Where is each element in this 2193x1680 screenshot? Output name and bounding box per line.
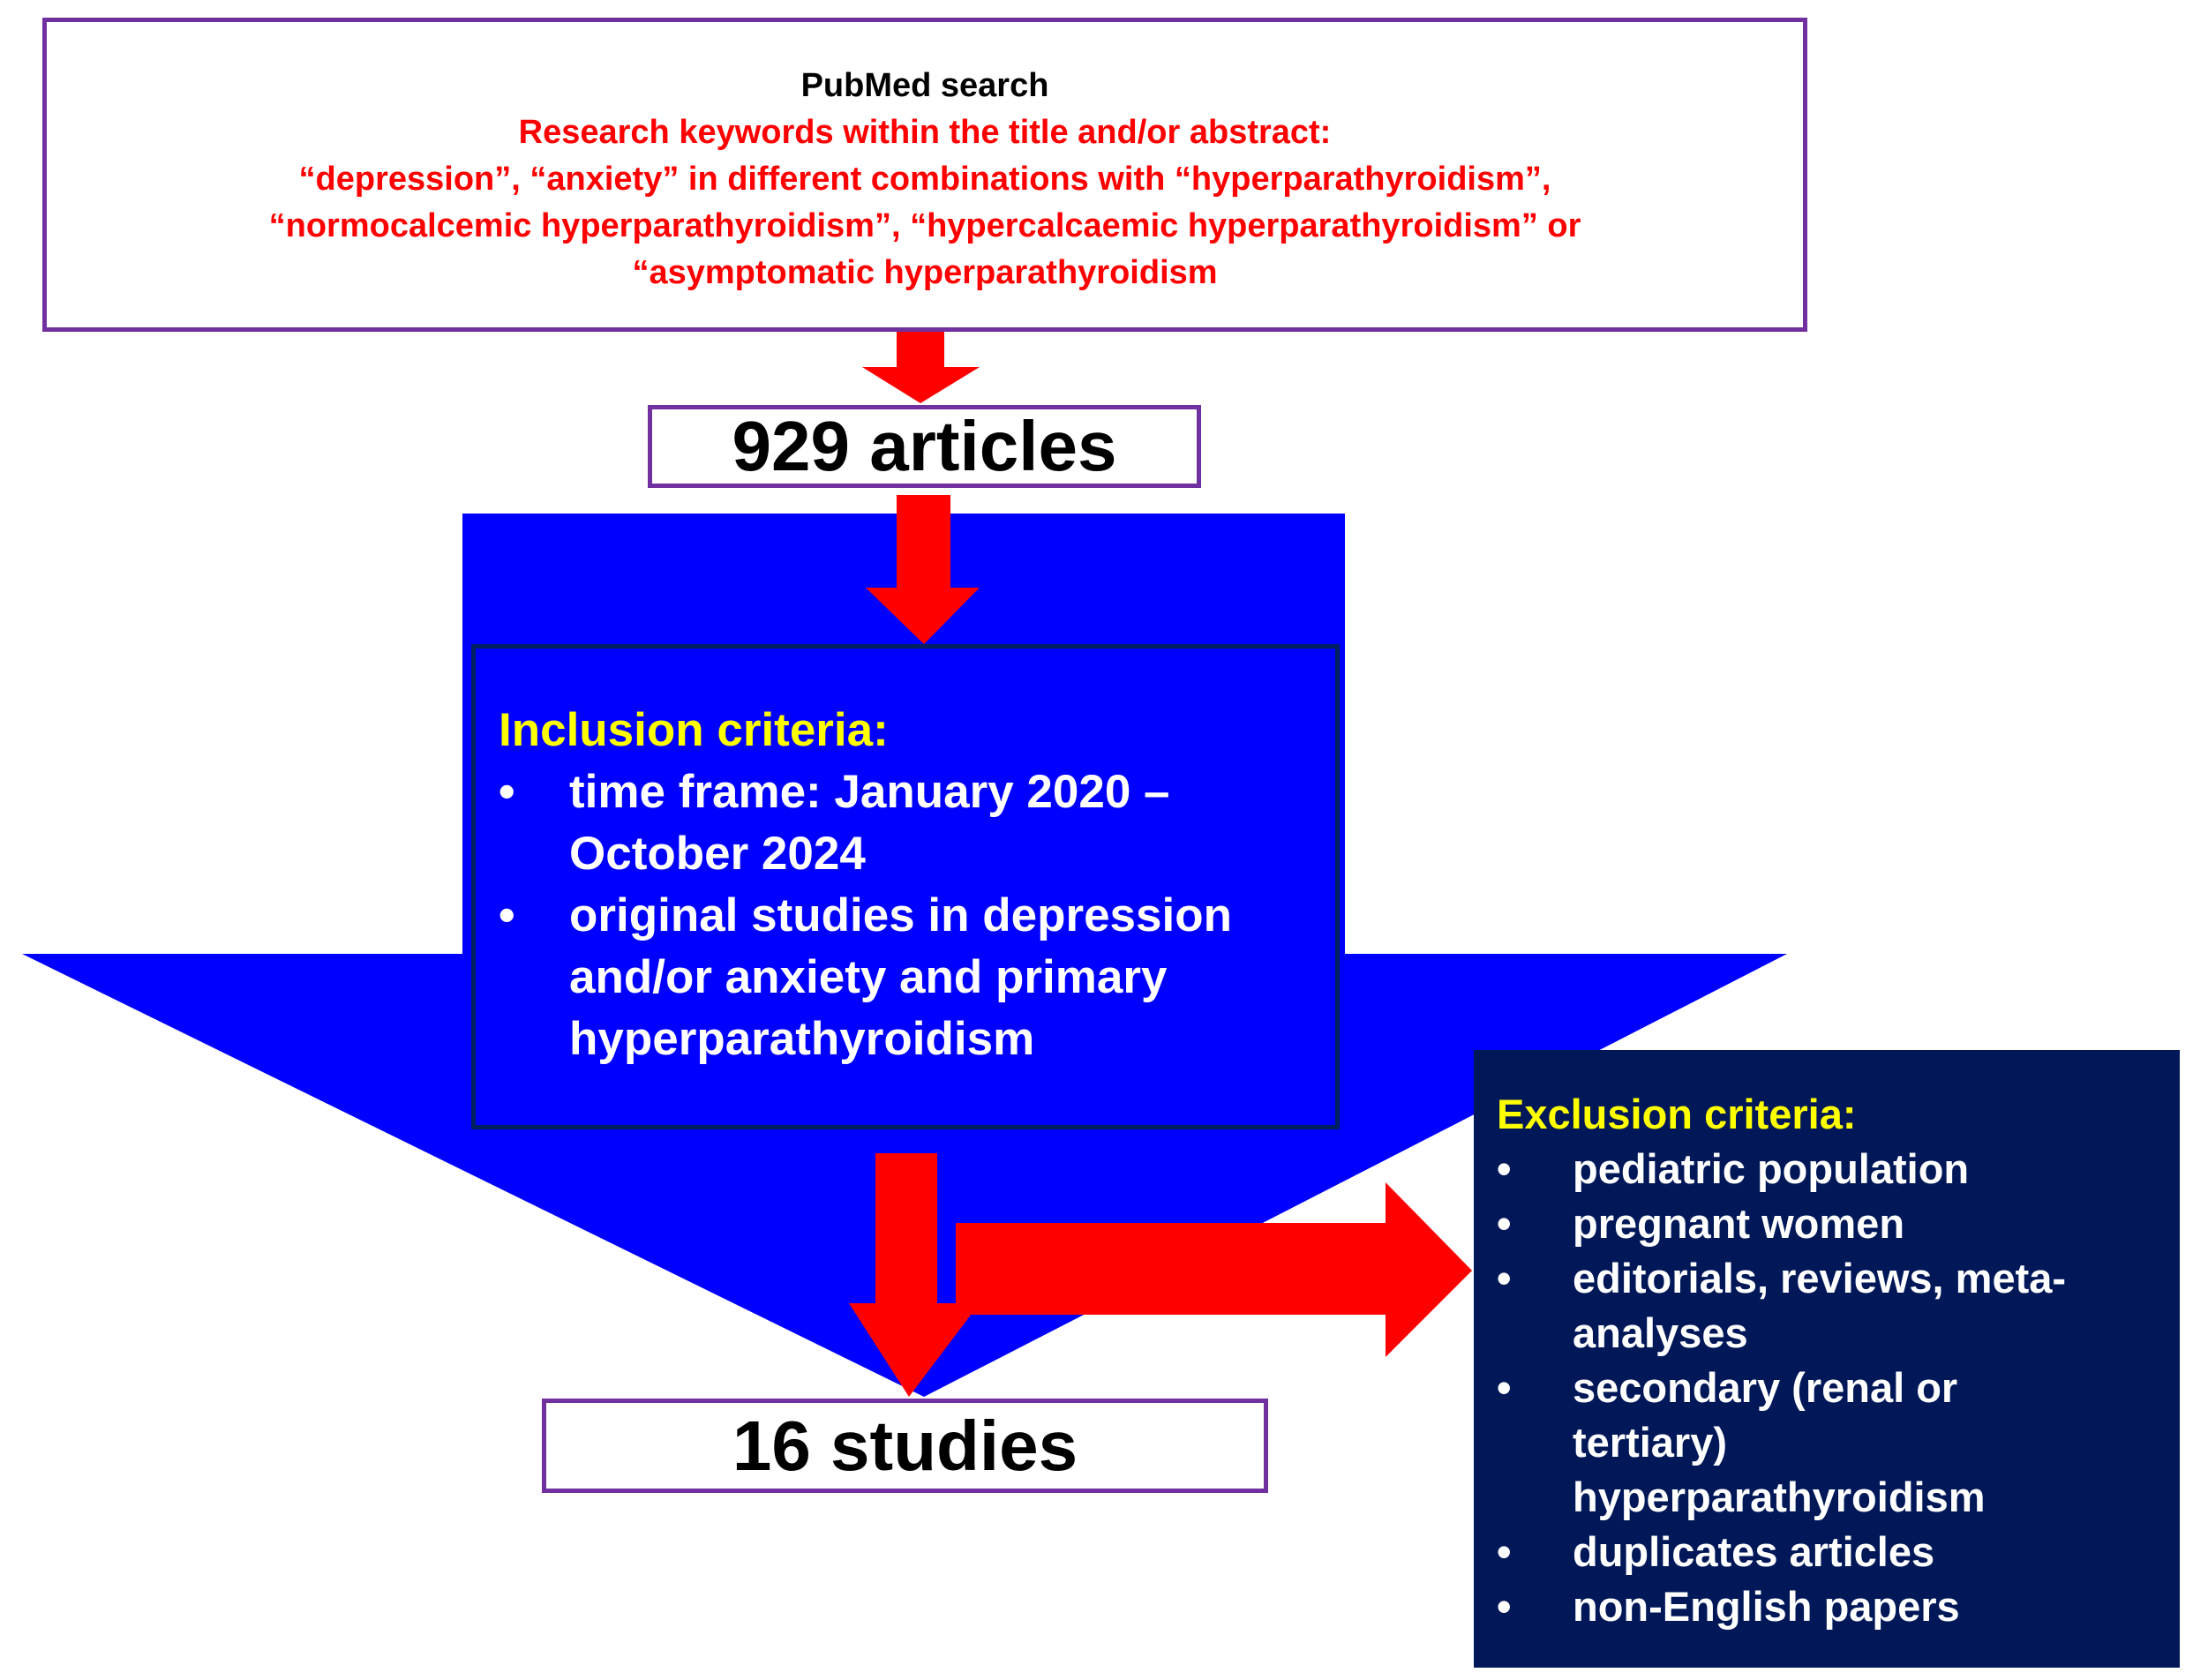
exclusion-item: • non-English papers	[1497, 1579, 2171, 1634]
exclusion-item: • editorials, reviews, meta- analyses	[1497, 1251, 2171, 1361]
pubmed-search-box: PubMed search Research keywords within t…	[42, 18, 1807, 332]
bullet-icon: •	[1497, 1583, 1512, 1630]
arrow-search-to-articles	[862, 332, 980, 403]
search-keywords-line: “depression”, “anxiety” in different com…	[298, 161, 1551, 198]
exclusion-item: • pediatric population	[1497, 1142, 2171, 1196]
inclusion-item: • time frame: January 2020 – October 202…	[499, 761, 1318, 885]
search-keywords-line: “normocalcemic hyperparathyroidism”, “hy…	[268, 207, 1581, 244]
search-keywords-line: Research keywords within the title and/o…	[518, 114, 1332, 151]
inclusion-heading: Inclusion criteria:	[499, 704, 889, 756]
bullet-icon: •	[1497, 1145, 1512, 1192]
exclusion-item-line: non-English papers	[1573, 1583, 1960, 1630]
bullet-icon: •	[499, 766, 515, 818]
exclusion-item-line: tertiary)	[1573, 1419, 1728, 1466]
exclusion-item-line: pediatric population	[1573, 1145, 1970, 1192]
bullet-icon: •	[499, 889, 515, 941]
inclusion-criteria-box: Inclusion criteria: • time frame: Januar…	[471, 644, 1340, 1129]
exclusion-item-line: analyses	[1573, 1309, 1748, 1356]
articles-count: 929 articles	[732, 407, 1117, 485]
exclusion-item: • duplicates articles	[1497, 1525, 2171, 1579]
inclusion-item-line: time frame: January 2020 –	[569, 766, 1170, 818]
inclusion-list: • time frame: January 2020 – October 202…	[499, 761, 1318, 1070]
bullet-icon: •	[1497, 1200, 1512, 1247]
exclusion-item-line: secondary (renal or	[1573, 1364, 1958, 1411]
studies-count: 16 studies	[732, 1406, 1078, 1485]
exclusion-criteria-box: Exclusion criteria: • pediatric populati…	[1474, 1050, 2180, 1668]
arrow-to-exclusion	[956, 1182, 1472, 1357]
exclusion-list: • pediatric population • pregnant women …	[1497, 1142, 2171, 1634]
articles-count-box: 929 articles	[648, 405, 1201, 488]
exclusion-item-line: editorials, reviews, meta-	[1573, 1255, 2067, 1301]
arrow-articles-to-inclusion	[866, 495, 980, 644]
arrow-to-studies	[849, 1153, 980, 1397]
search-title: PubMed search	[800, 67, 1049, 104]
inclusion-item-line: and/or anxiety and primary	[569, 951, 1168, 1003]
bullet-icon: •	[1497, 1528, 1512, 1575]
inclusion-item-line: original studies in depression	[569, 889, 1232, 941]
exclusion-item-line: duplicates articles	[1573, 1528, 1935, 1575]
bullet-icon: •	[1497, 1255, 1512, 1301]
exclusion-item-line: hyperparathyroidism	[1573, 1474, 1986, 1520]
inclusion-item-line: October 2024	[569, 828, 866, 880]
inclusion-item-line: hyperparathyroidism	[569, 1013, 1035, 1065]
studies-count-box: 16 studies	[542, 1399, 1268, 1493]
exclusion-item: • secondary (renal or tertiary) hyperpar…	[1497, 1361, 2171, 1525]
search-keywords-line: “asymptomatic hyperparathyroidism	[632, 254, 1218, 291]
inclusion-item: • original studies in depression and/or …	[499, 885, 1318, 1070]
exclusion-item-line: pregnant women	[1573, 1200, 1905, 1247]
exclusion-item: • pregnant women	[1497, 1196, 2171, 1251]
bullet-icon: •	[1497, 1364, 1512, 1411]
exclusion-heading: Exclusion criteria:	[1497, 1091, 1857, 1137]
